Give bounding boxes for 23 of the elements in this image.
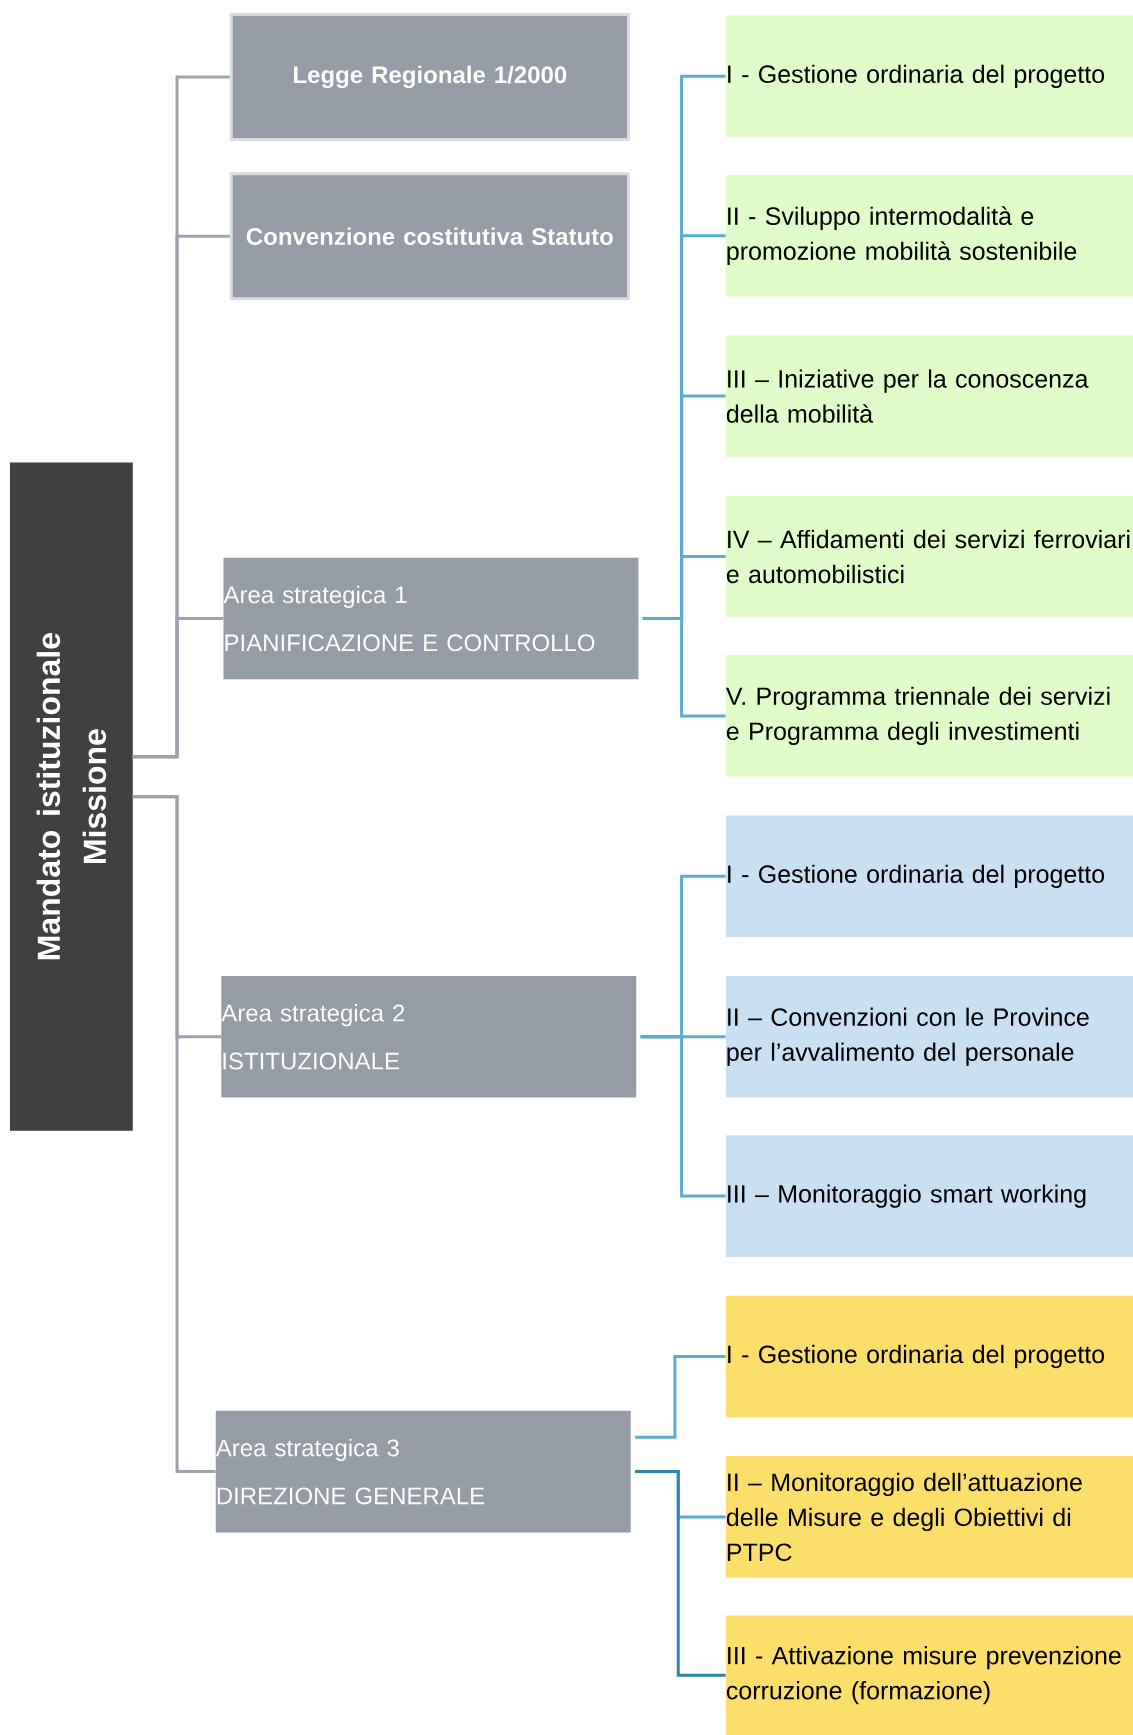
- connector-line: [635, 1470, 726, 1677]
- activity-box: I - Gestione ordinaria del progetto: [725, 815, 1133, 938]
- connector-line: [642, 617, 726, 718]
- activity-box: II – Convenzioni con le Province per l’avvalimento del personale: [725, 975, 1133, 1098]
- activity-box: III - Attivazione misure prevenzione corruzione (formazione): [725, 1615, 1133, 1735]
- activity-box: III – Iniziative per la conoscenza della mobilità: [725, 335, 1133, 457]
- area-box: Area strategica 3 DIREZIONE GENERALE: [215, 1410, 631, 1533]
- area-box: Area strategica 1 PIANIFICAZIONE E CONTROLLO: [223, 557, 639, 680]
- area-box: Area strategica 2 ISTITUZIONALE: [221, 975, 637, 1098]
- activity-box: I - Gestione ordinaria del progetto: [725, 1295, 1133, 1418]
- activity-box: V. Programma triennale dei servizi e Programma degli investimenti: [725, 655, 1133, 777]
- title-box: Mandato istituzionale Missione: [9, 462, 133, 1131]
- activity-box: II - Sviluppo intermodalità e promozione mobilità sostenibile: [725, 174, 1133, 297]
- document-box: Legge Regionale 1/2000: [229, 12, 630, 141]
- activity-box: I - Gestione ordinaria del progetto: [725, 15, 1133, 138]
- connector-line: [132, 617, 224, 759]
- activity-box: III – Monitoraggio smart working: [725, 1135, 1133, 1257]
- connector-line: [640, 1035, 726, 1198]
- activity-box: II – Monitoraggio dell’attuazione delle Misure e degli Obiettivi di PTPC: [725, 1456, 1133, 1578]
- connector-line: [635, 1355, 726, 1439]
- document-box: Convenzione costitutiva Statuto: [229, 172, 630, 301]
- activity-box: IV – Affidamenti dei servizi ferroviari e automobilistici: [725, 495, 1133, 618]
- connector-line: [132, 795, 216, 1474]
